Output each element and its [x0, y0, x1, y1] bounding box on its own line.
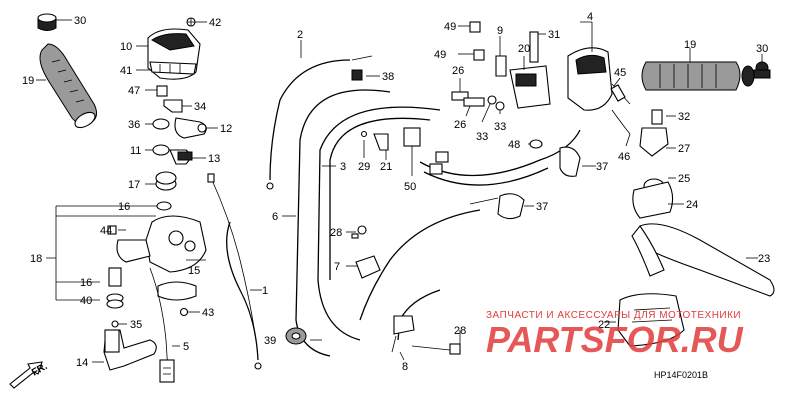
callout-46: 46 — [618, 151, 630, 163]
callout-18: 18 — [30, 253, 42, 265]
leader-lines — [36, 19, 763, 363]
callout-31: 31 — [548, 29, 560, 41]
cable-7 — [355, 197, 499, 321]
screw-42 — [186, 17, 196, 27]
cable-2 — [266, 55, 373, 190]
throttle-body-lower — [107, 215, 207, 273]
callout-49: 49 — [444, 21, 456, 33]
watermark: ЗАПЧАСТИ И АКСЕССУАРЫ ДЛЯ МОТОТЕХНИКИ PA… — [486, 310, 744, 360]
callout-16: 16 — [118, 201, 130, 213]
callout-19: 19 — [684, 39, 696, 51]
callout-27: 27 — [678, 143, 690, 155]
lever-bracket-27 — [632, 109, 674, 219]
callout-4: 4 — [587, 11, 593, 23]
callout-9: 9 — [497, 25, 503, 37]
switch-housing-4 — [509, 31, 613, 111]
grip-19-right — [641, 61, 755, 91]
lever-23 — [631, 223, 775, 297]
callout-16: 16 — [80, 277, 92, 289]
callout-34: 34 — [194, 101, 206, 113]
callout-33: 33 — [476, 131, 488, 143]
callout-36: 36 — [128, 119, 140, 131]
callout-47: 47 — [128, 85, 140, 97]
callout-17: 17 — [128, 179, 140, 191]
callout-26: 26 — [452, 65, 464, 77]
lever-14 — [103, 329, 157, 371]
cover-22 — [617, 293, 685, 347]
callout-25: 25 — [678, 173, 690, 185]
callout-28: 28 — [454, 325, 466, 337]
callout-13: 13 — [208, 153, 220, 165]
callout-12: 12 — [220, 123, 232, 135]
bolt-28-lower — [411, 343, 461, 355]
bolt-28-center — [351, 225, 367, 239]
clamp-37 — [497, 146, 581, 220]
callout-50: 50 — [404, 181, 416, 193]
grip-end-30-left — [37, 13, 57, 31]
throttle-housing-10 — [147, 28, 201, 80]
callout-35: 35 — [130, 319, 142, 331]
bracket-21 — [360, 130, 389, 151]
callout-37: 37 — [536, 201, 548, 213]
callout-39: 39 — [264, 335, 276, 347]
callout-29: 29 — [358, 161, 370, 173]
callout-33: 33 — [494, 121, 506, 133]
small-parts-26-33 — [451, 91, 543, 149]
clamp-15 — [157, 281, 197, 317]
callout-49: 49 — [434, 49, 446, 61]
callout-38: 38 — [382, 71, 394, 83]
callout-48: 48 — [508, 139, 520, 151]
callout-14: 14 — [76, 357, 88, 369]
callout-40: 40 — [80, 295, 92, 307]
callout-43: 43 — [202, 307, 214, 319]
cable-3 — [317, 106, 441, 341]
callout-7: 7 — [334, 261, 340, 273]
callout-8: 8 — [402, 361, 408, 373]
callout-2: 2 — [297, 29, 303, 41]
callout-20: 20 — [518, 43, 530, 55]
callout-3: 3 — [340, 161, 346, 173]
callout-22: 22 — [598, 319, 610, 331]
cable-8 — [391, 289, 441, 353]
callout-11: 11 — [130, 145, 141, 157]
throttle-parts-stack — [152, 85, 207, 211]
grip-end-30-right — [753, 61, 771, 79]
screws-49 — [469, 21, 507, 77]
callout-19: 19 — [22, 75, 34, 87]
callout-32: 32 — [678, 111, 690, 123]
callout-45: 45 — [614, 67, 626, 79]
grip-19-left — [39, 43, 98, 129]
wire-harness-50 — [403, 127, 581, 186]
callout-5: 5 — [183, 341, 189, 353]
cable-6 — [295, 89, 391, 357]
watermark-tagline: ЗАПЧАСТИ И АКСЕССУАРЫ ДЛЯ МОТОТЕХНИКИ — [486, 310, 741, 321]
callout-21: 21 — [380, 161, 392, 173]
callout-23: 23 — [758, 253, 770, 265]
watermark-brand: PARTSFOR.RU — [486, 319, 744, 360]
callout-30: 30 — [74, 15, 86, 27]
callout-1: 1 — [262, 285, 268, 297]
callout-10: 10 — [120, 41, 132, 53]
callout-6: 6 — [272, 211, 278, 223]
small-parts-lower-left — [106, 267, 124, 328]
diagram-code: HP14F0201B — [654, 370, 708, 380]
callout-28: 28 — [330, 227, 342, 239]
callout-labels: 30 19 10 41 42 47 34 36 12 11 13 17 16 1… — [22, 11, 770, 373]
callout-42: 42 — [209, 17, 221, 29]
callout-30: 30 — [756, 43, 768, 55]
grommet-39 — [285, 327, 307, 345]
wire-45-46 — [610, 83, 631, 135]
callout-15: 15 — [188, 265, 200, 277]
callout-44: 44 — [100, 225, 112, 237]
callout-41: 41 — [120, 65, 132, 77]
front-direction-arrow: FR. — [9, 361, 50, 389]
clip-38 — [351, 69, 363, 81]
callout-26: 26 — [454, 119, 466, 131]
callout-24: 24 — [686, 199, 698, 211]
callout-37: 37 — [596, 161, 608, 173]
cable-1 — [207, 173, 262, 370]
wire-5 — [149, 267, 175, 383]
